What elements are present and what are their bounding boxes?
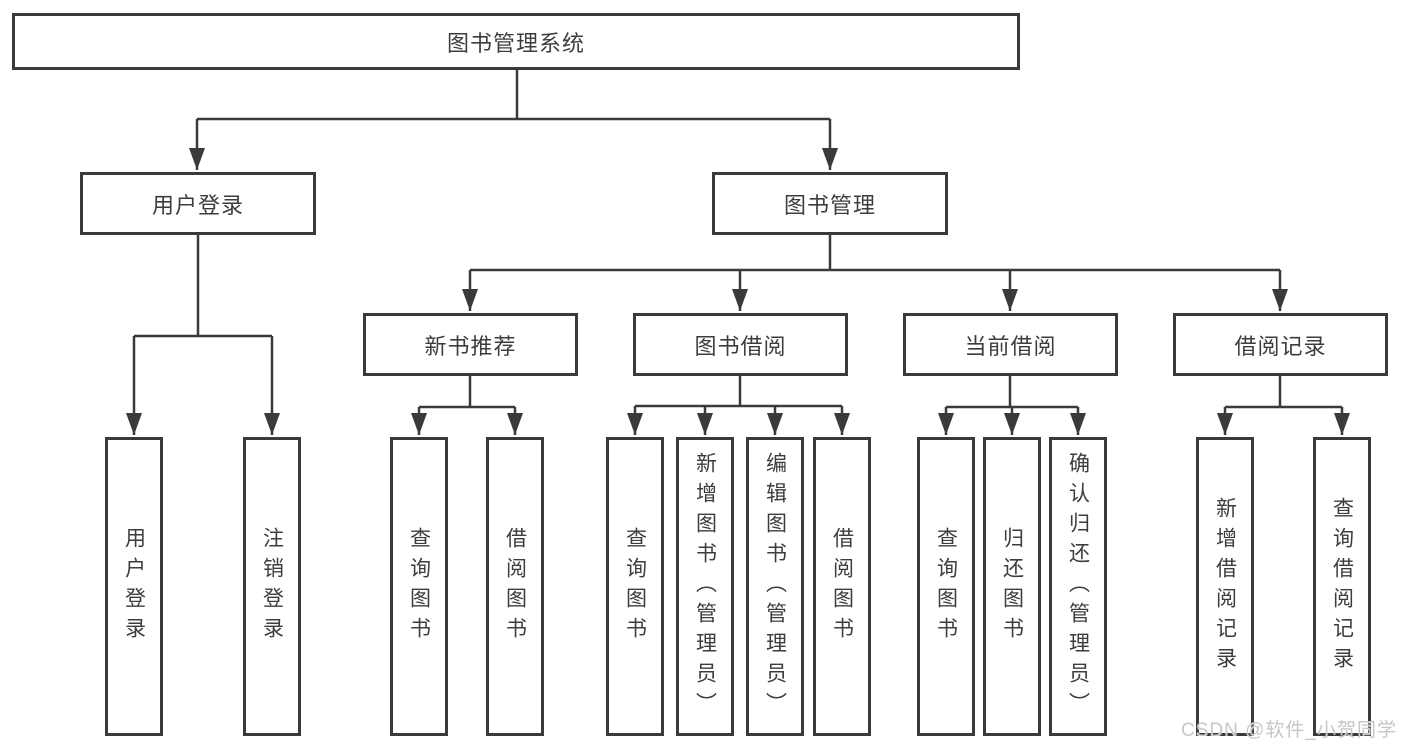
- node-label: 用户登录: [122, 526, 146, 647]
- node-book-management: 图书管理: [712, 172, 948, 235]
- csdn-watermark: CSDN @软件_小贺同学: [1181, 720, 1397, 741]
- node-label: 查询借阅记录: [1330, 496, 1354, 677]
- node-label: 图书借阅: [694, 333, 787, 359]
- node-label: 借阅记录: [1234, 333, 1327, 359]
- leaf-user-login: 用户登录: [105, 437, 163, 736]
- leaf-query-borrow-record: 查询借阅记录: [1313, 437, 1371, 736]
- leaf-borrow-books-borrowing: 借阅图书: [813, 437, 871, 736]
- leaf-add-book-admin: 新增图书（管理员）: [676, 437, 734, 736]
- node-library-management-system: 图书管理系统: [12, 13, 1020, 70]
- node-label: 新书推荐: [424, 333, 517, 359]
- node-label: 查询图书: [623, 526, 647, 647]
- node-label: 用户登录: [151, 192, 244, 218]
- leaf-borrow-books-recommend: 借阅图书: [486, 437, 544, 736]
- node-label: 图书管理系统: [446, 30, 585, 56]
- node-borrowing-records: 借阅记录: [1173, 313, 1388, 376]
- node-new-book-recommend: 新书推荐: [363, 313, 578, 376]
- leaf-logout: 注销登录: [243, 437, 301, 736]
- leaf-add-borrow-record: 新增借阅记录: [1196, 437, 1254, 736]
- node-label: 新增图书（管理员）: [693, 451, 717, 722]
- node-label: 编辑图书（管理员）: [763, 451, 787, 722]
- node-label: 借阅图书: [503, 526, 527, 647]
- node-label: 新增借阅记录: [1213, 496, 1237, 677]
- node-label: 借阅图书: [830, 526, 854, 647]
- node-label: 归还图书: [1000, 526, 1024, 647]
- leaf-query-books-borrowing: 查询图书: [606, 437, 664, 736]
- node-label: 确认归还（管理员）: [1066, 451, 1090, 722]
- node-user-login: 用户登录: [80, 172, 316, 235]
- leaf-query-books-recommend: 查询图书: [390, 437, 448, 736]
- node-book-borrowing: 图书借阅: [633, 313, 848, 376]
- leaf-return-book: 归还图书: [983, 437, 1041, 736]
- leaf-edit-book-admin: 编辑图书（管理员）: [746, 437, 804, 736]
- leaf-query-books-current: 查询图书: [917, 437, 975, 736]
- node-label: 当前借阅: [964, 333, 1057, 359]
- node-label: 图书管理: [783, 192, 876, 218]
- node-label: 查询图书: [934, 526, 958, 647]
- node-current-borrowing: 当前借阅: [903, 313, 1118, 376]
- node-label: 注销登录: [260, 526, 284, 647]
- leaf-confirm-return-admin: 确认归还（管理员）: [1049, 437, 1107, 736]
- node-label: 查询图书: [407, 526, 431, 647]
